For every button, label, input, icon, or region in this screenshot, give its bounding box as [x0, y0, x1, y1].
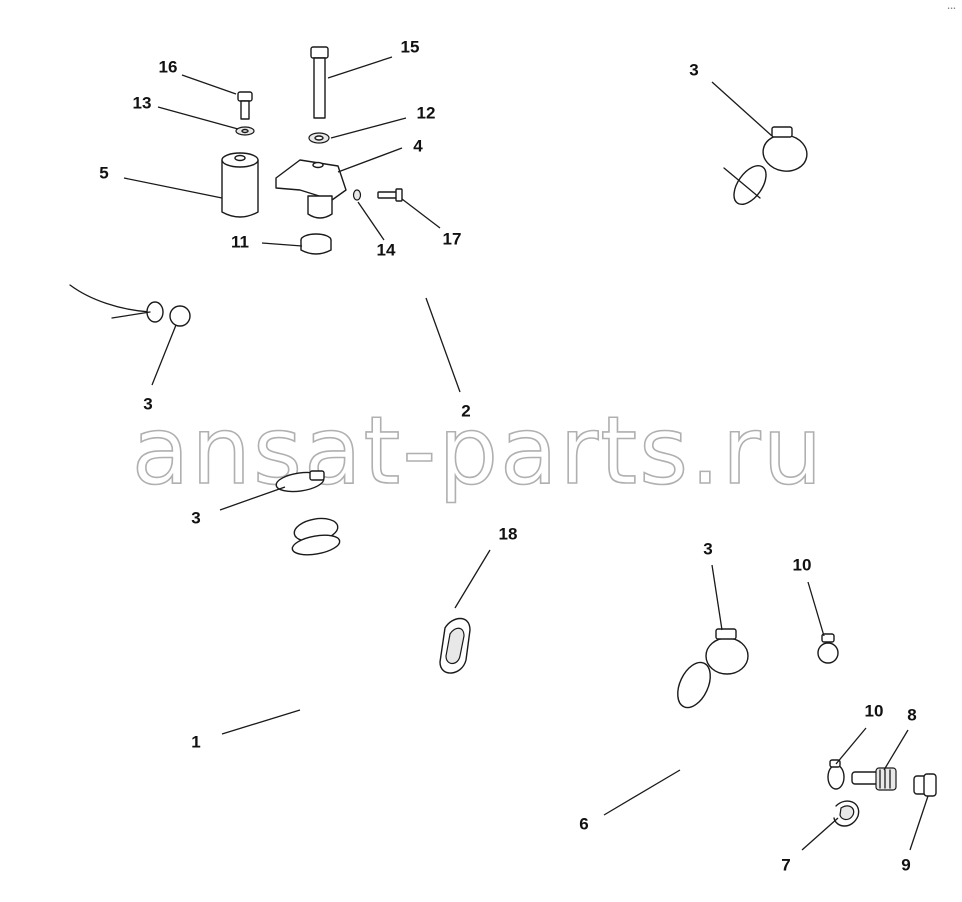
callout-3-top-right: 3 [689, 60, 698, 79]
watermark-text: ansat-parts.ru [132, 397, 824, 506]
callout-8: 8 [907, 705, 916, 724]
hose-clamp-lower [705, 628, 749, 675]
hose-part-2 [22, 152, 767, 313]
corner-mark: ••• [947, 6, 956, 12]
callout-10-upper: 10 [793, 555, 812, 574]
callout-3-mid: 3 [191, 508, 200, 527]
callout-5: 5 [99, 163, 108, 182]
bracket-4-boss [307, 195, 333, 219]
strap-clamp-5 [221, 159, 259, 218]
bracket-assembly [221, 46, 403, 255]
callout-18: 18 [499, 524, 518, 543]
bolt-15-shank [313, 57, 326, 119]
callout-15: 15 [401, 37, 420, 56]
bracket-4 [275, 159, 347, 201]
plug-part-9 [913, 773, 937, 797]
callout-3-lower: 3 [703, 539, 712, 558]
o-ring-14 [352, 189, 362, 201]
callout-10-lower: 10 [865, 701, 884, 720]
callout-11: 11 [231, 232, 249, 251]
bolt-15-head [310, 46, 329, 59]
bolt-16-head [237, 91, 253, 102]
callout-4: 4 [413, 136, 423, 155]
small-clamp-10-upper [817, 633, 839, 664]
callout-6: 6 [579, 814, 588, 833]
fitting-part-8 [851, 767, 897, 791]
callout-3-left: 3 [143, 394, 152, 413]
hose-clamp-top-right [762, 126, 808, 172]
hose-part-1 [291, 512, 711, 743]
callout-13: 13 [133, 93, 152, 112]
hose-part-6 [648, 650, 838, 790]
small-clamp-10-lower [827, 759, 845, 790]
screw-17-head [395, 188, 403, 202]
hose-clamp-mid [275, 470, 325, 493]
callout-12: 12 [417, 103, 436, 122]
callout-16: 16 [159, 57, 178, 76]
leader-lines [123, 56, 929, 851]
callout-17: 17 [443, 229, 462, 248]
callout-1: 1 [191, 732, 200, 751]
clip-part-7 [833, 800, 860, 827]
cap-part-18 [439, 617, 471, 674]
hose-1-right-cuff [677, 661, 711, 709]
hose-clamp-left [111, 301, 191, 327]
callout-9: 9 [901, 855, 910, 874]
callout-7: 7 [781, 855, 790, 874]
bolt-16-shank [240, 100, 250, 120]
bushing-11 [300, 239, 332, 255]
callout-2: 2 [461, 401, 470, 420]
callout-14: 14 [377, 240, 396, 259]
